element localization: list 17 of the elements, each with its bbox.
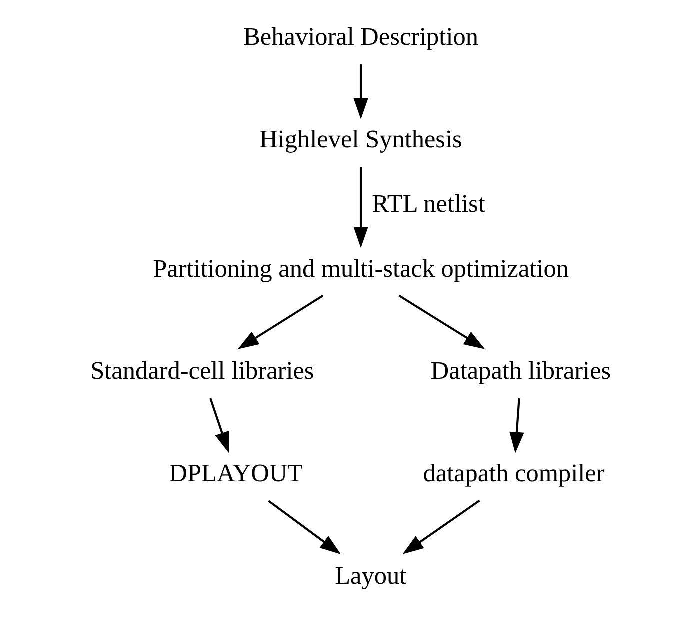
- node-text: Partitioning and multi-stack optimization: [152, 254, 568, 283]
- node-text: datapath compiler: [422, 460, 604, 488]
- node-text: Highlevel Synthesis: [259, 126, 462, 154]
- arrow: [398, 295, 485, 350]
- arrow: [237, 295, 324, 350]
- arrow: [209, 398, 229, 454]
- arrow: [402, 500, 480, 554]
- node-text: Datapath libraries: [430, 357, 611, 386]
- arrow: [353, 167, 368, 248]
- node-text: DPLAYOUT: [168, 460, 302, 488]
- arrow: [353, 64, 368, 120]
- node-text: Layout: [334, 562, 406, 590]
- node-text: Standard-cell libraries: [90, 357, 314, 386]
- arrow: [268, 500, 341, 555]
- node-text: Behavioral Description: [243, 23, 478, 52]
- arrow: [509, 398, 524, 454]
- edge-label: RTL netlist: [372, 190, 485, 218]
